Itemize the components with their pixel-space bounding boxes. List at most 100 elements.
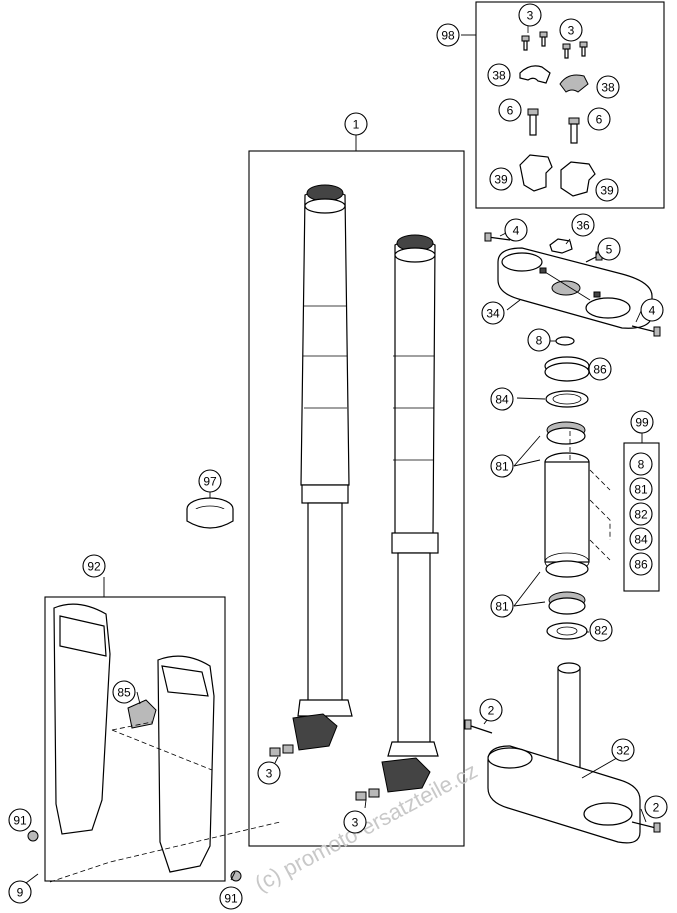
callout-9: 9 (8, 880, 32, 904)
callout-number: 5 (606, 243, 613, 257)
callout-5: 5 (597, 237, 621, 261)
callout-number: 39 (494, 173, 508, 187)
callout-circle (611, 738, 635, 762)
callout-circle (257, 761, 281, 785)
kit-99-item-circle (629, 552, 653, 576)
callout-circle (490, 387, 514, 411)
callout-81: 81 (490, 454, 514, 478)
callout-number: 91 (224, 892, 238, 906)
callout-number: 98 (441, 29, 455, 43)
callout-circle (587, 107, 611, 131)
callout-number: 1 (353, 118, 360, 132)
callout-4: 4 (640, 298, 664, 322)
callout-circle (487, 63, 511, 87)
callout-circle (644, 795, 668, 819)
callout-circle (597, 237, 621, 261)
callout-circle (596, 75, 620, 99)
seal-clip-icon (186, 497, 234, 529)
bearing-stack (544, 336, 611, 640)
callout-number: 38 (492, 69, 506, 83)
lower-triple-clamp (464, 662, 661, 844)
callout-97: 97 (198, 469, 222, 493)
callout-2: 2 (479, 698, 503, 722)
callout-number: 84 (495, 393, 509, 407)
callout-3: 3 (518, 3, 542, 27)
callout-circle (630, 410, 654, 434)
fork-leg-left (269, 184, 353, 757)
callout-number: 97 (203, 475, 217, 489)
callout-number: 32 (616, 744, 630, 758)
callout-number: 2 (488, 704, 495, 718)
axle-clamp-icon (292, 713, 338, 751)
callout-number: 3 (266, 767, 273, 781)
callout-circle (489, 167, 513, 191)
callout-circle (490, 594, 514, 618)
callout-number: 92 (87, 560, 101, 574)
callout-32: 32 (611, 738, 635, 762)
bolt-icon (527, 108, 580, 144)
callout-99: 99 (630, 410, 654, 434)
kit-99-item-number: 81 (634, 483, 648, 497)
callout-92: 92 (82, 554, 106, 578)
fork-leg-right (355, 234, 439, 801)
callout-36: 36 (571, 213, 595, 237)
callout-number: 81 (495, 600, 509, 614)
callout-circle (344, 112, 368, 136)
callout-82: 82 (589, 618, 613, 642)
callout-circle (481, 301, 505, 325)
callout-circle (588, 357, 612, 381)
handlebar-clamp-bottom-icon (519, 154, 596, 197)
callout-number: 4 (649, 304, 656, 318)
callout-circle (198, 469, 222, 493)
callout-3: 3 (559, 18, 583, 42)
callout-number: 99 (635, 416, 649, 430)
callout-circle (640, 298, 664, 322)
callout-85: 85 (112, 680, 136, 704)
callout-84: 84 (490, 387, 514, 411)
callout-number: 34 (486, 307, 500, 321)
kit-99-item-number: 82 (634, 508, 648, 522)
kit-99-item-circle (629, 502, 653, 526)
callout-38: 38 (596, 75, 620, 99)
callout-34: 34 (481, 301, 505, 325)
callout-1: 1 (344, 112, 368, 136)
callout-number: 38 (601, 81, 615, 95)
callout-number: 36 (576, 219, 590, 233)
washer-icon (555, 336, 575, 346)
callout-number: 91 (13, 814, 27, 828)
callout-number: 82 (594, 624, 608, 638)
callout-circle (8, 880, 32, 904)
handlebar-clamp-top-icon (519, 65, 589, 93)
callout-number: 3 (568, 24, 575, 38)
callout-2: 2 (644, 795, 668, 819)
callout-circle (8, 808, 32, 832)
callout-circle (436, 23, 460, 47)
callout-circle (82, 554, 106, 578)
callout-number: 81 (495, 460, 509, 474)
nut-icon (549, 238, 573, 254)
kit-99-item-number: 8 (638, 458, 645, 472)
callout-91: 91 (8, 808, 32, 832)
fork-protector-frame (44, 596, 226, 882)
upper-triple-clamp (484, 232, 661, 337)
callout-number: 39 (600, 184, 614, 198)
kit-98-parts (519, 23, 596, 197)
callout-circle (479, 698, 503, 722)
kit-99-item-circle (629, 527, 653, 551)
callout-number: 6 (507, 104, 514, 118)
callout-circle (518, 3, 542, 27)
callout-circle (343, 810, 367, 834)
callout-3: 3 (343, 810, 367, 834)
callout-circle (595, 178, 619, 202)
callout-8: 8 (527, 328, 551, 352)
bolt-icon (521, 31, 588, 59)
callout-3: 3 (257, 761, 281, 785)
callout-6: 6 (587, 107, 611, 131)
kit-98-frame (475, 1, 665, 209)
axle-clamp-icon (381, 757, 431, 793)
kit-99-item-circle (629, 477, 653, 501)
kit-99-item-circle (629, 452, 653, 476)
